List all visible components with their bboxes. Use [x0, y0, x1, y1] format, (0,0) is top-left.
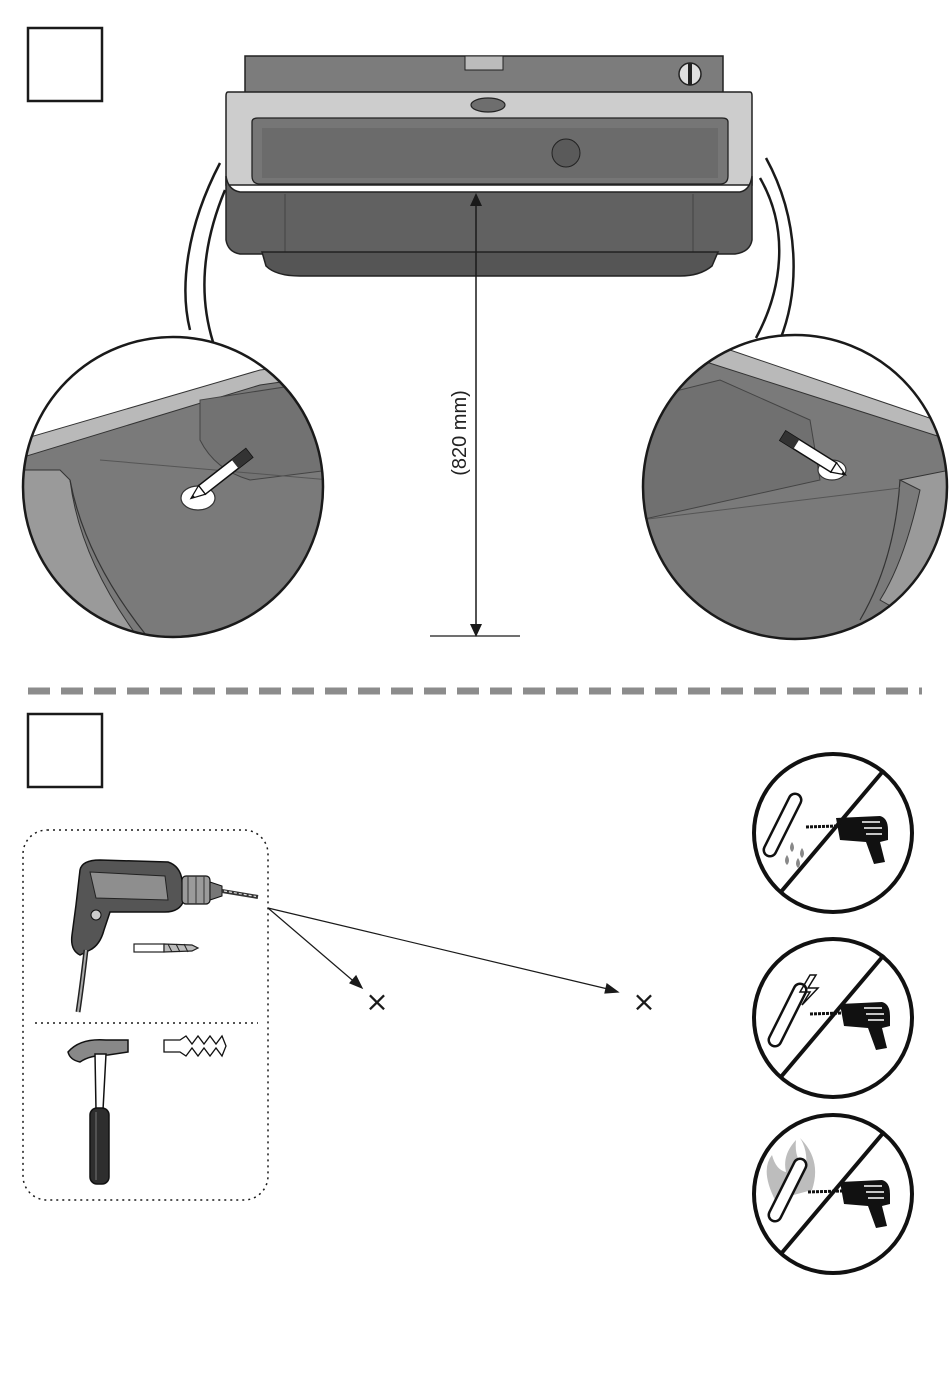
dimension-label: (820 mm) [449, 390, 471, 476]
warning-water-pipe [754, 754, 912, 912]
step-1-number-box [28, 28, 102, 101]
power-drill-icon [72, 860, 258, 1012]
warning-electric-cable [754, 939, 912, 1097]
detail-circle-right [640, 333, 950, 643]
drill-bit-icon [134, 944, 198, 952]
wall-plug-icon [164, 1036, 226, 1056]
drain-hole [552, 139, 580, 167]
hammer-icon [68, 1040, 128, 1184]
drill-mark-right: × [632, 985, 655, 1018]
warning-gas-pipe [754, 1115, 912, 1273]
step-2: × × [23, 714, 912, 1273]
drill-mark-left: × [365, 985, 388, 1018]
tools-panel [23, 830, 268, 1200]
step-1: (820 mm) [20, 28, 950, 645]
step-2-number-box [28, 714, 102, 787]
washbasin [226, 56, 752, 276]
drilling-direction-lines [268, 908, 618, 993]
detail-circle-left [20, 330, 330, 645]
